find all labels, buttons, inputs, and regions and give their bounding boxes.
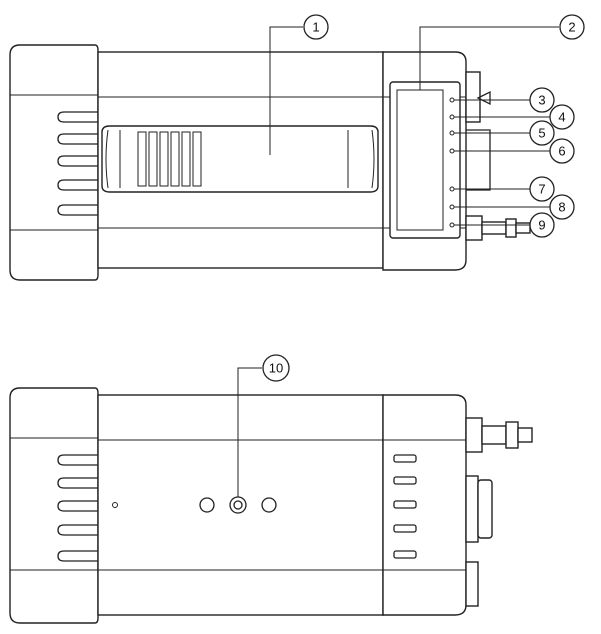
callout-9: 9 bbox=[529, 212, 555, 238]
bottom-connector bbox=[465, 417, 533, 453]
top-switch bbox=[465, 71, 491, 123]
top-connector bbox=[465, 215, 531, 241]
bottom-left-vents bbox=[57, 454, 98, 562]
svg-text:4: 4 bbox=[558, 110, 565, 125]
top-left-end-cap bbox=[9, 44, 99, 281]
svg-text:2: 2 bbox=[568, 20, 575, 35]
svg-text:9: 9 bbox=[538, 218, 545, 233]
top-left-vents bbox=[57, 111, 98, 216]
svg-text:10: 10 bbox=[269, 361, 283, 376]
callout-10: 10 bbox=[262, 354, 290, 382]
leader-lines bbox=[237, 26, 559, 497]
top-right-end-cap bbox=[382, 51, 467, 271]
svg-text:8: 8 bbox=[558, 200, 565, 215]
svg-text:3: 3 bbox=[538, 93, 545, 108]
callout-6: 6 bbox=[549, 138, 575, 164]
callout-1: 1 bbox=[303, 14, 329, 40]
callouts: 1 2 3 4 5 6 7 8 bbox=[262, 14, 585, 382]
bottom-port bbox=[465, 475, 493, 543]
handle bbox=[101, 125, 379, 193]
svg-text:6: 6 bbox=[558, 144, 565, 159]
bottom-main-housing bbox=[97, 394, 384, 616]
bottom-view bbox=[9, 387, 533, 624]
bottom-switch bbox=[465, 561, 479, 607]
top-view bbox=[9, 44, 531, 281]
callout-8: 8 bbox=[549, 194, 575, 220]
bottom-right-slots bbox=[393, 454, 417, 559]
callout-5: 5 bbox=[529, 120, 555, 146]
bottom-right-end-cap bbox=[382, 394, 467, 616]
svg-text:7: 7 bbox=[538, 182, 545, 197]
callout-4: 4 bbox=[549, 104, 575, 130]
svg-text:1: 1 bbox=[312, 20, 319, 35]
callout-3: 3 bbox=[529, 87, 555, 113]
svg-text:5: 5 bbox=[538, 126, 545, 141]
handle-grip-ribs bbox=[137, 131, 202, 187]
callout-2: 2 bbox=[559, 14, 585, 40]
bottom-left-end-cap bbox=[9, 387, 99, 624]
callout-7: 7 bbox=[529, 176, 555, 202]
